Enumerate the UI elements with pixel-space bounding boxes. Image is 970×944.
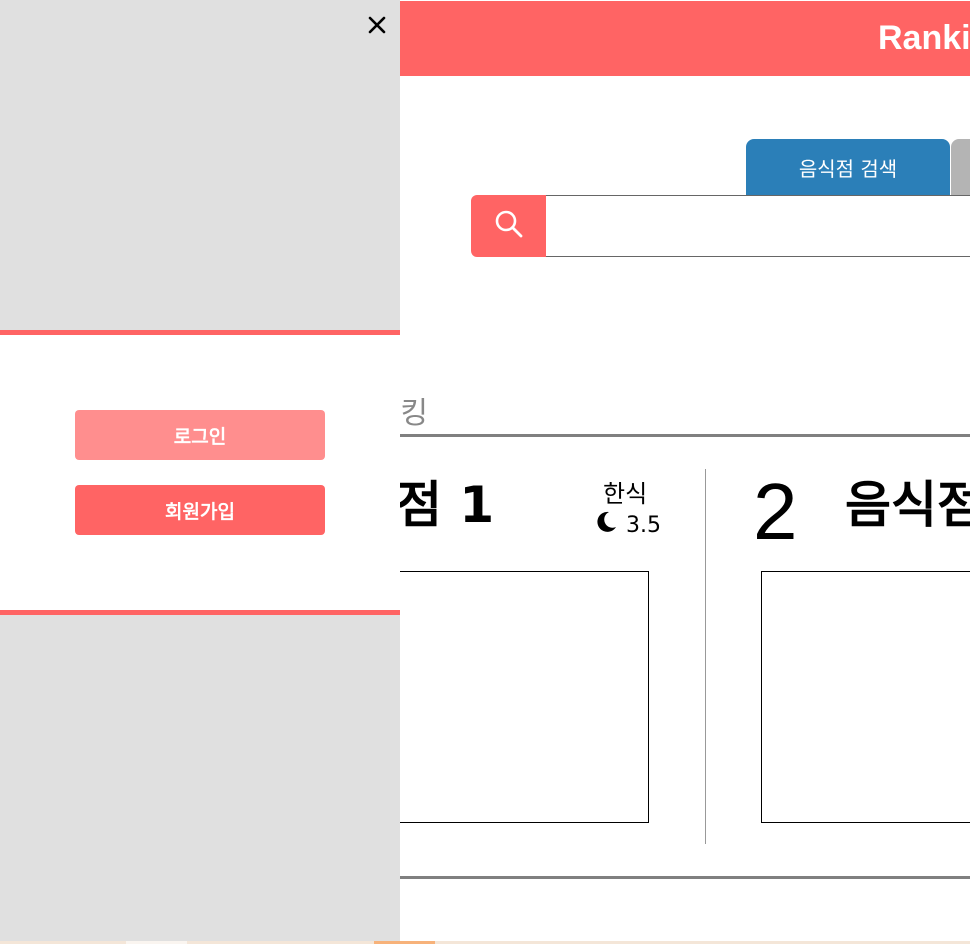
ranking-section-title: 킹 — [400, 397, 428, 430]
restaurant-category: 한식 — [603, 480, 648, 508]
login-button[interactable]: 로그인 — [75, 410, 325, 460]
strip-segment — [126, 941, 187, 944]
search-button[interactable] — [471, 195, 546, 257]
side-drawer: 로그인 회원가입 — [0, 0, 400, 941]
restaurant-image[interactable] — [761, 571, 970, 823]
rating-value: 3.5 — [626, 512, 661, 538]
section-divider-top — [300, 434, 970, 437]
close-icon — [367, 15, 387, 39]
card-divider — [705, 469, 706, 844]
restaurant-name[interactable]: 음식점 — [845, 476, 970, 534]
search-icon — [493, 208, 525, 244]
moon-icon — [594, 510, 618, 540]
bottom-scroll-strip — [0, 941, 970, 944]
tab-restaurant-search[interactable]: 음식점 검색 — [746, 139, 950, 195]
signup-button[interactable]: 회원가입 — [75, 485, 325, 535]
rank-number: 2 — [753, 467, 798, 556]
restaurant-rating: 3.5 — [594, 510, 661, 540]
auth-panel: 로그인 회원가입 — [0, 330, 400, 615]
search-input[interactable] — [546, 195, 970, 257]
header-title[interactable]: Ranki — [878, 19, 970, 57]
section-divider-bottom — [300, 876, 970, 879]
strip-segment-active — [374, 941, 435, 944]
tab-restaurant-search-label: 음식점 검색 — [798, 156, 898, 181]
close-button[interactable] — [364, 14, 390, 40]
tab-secondary[interactable] — [951, 139, 970, 195]
